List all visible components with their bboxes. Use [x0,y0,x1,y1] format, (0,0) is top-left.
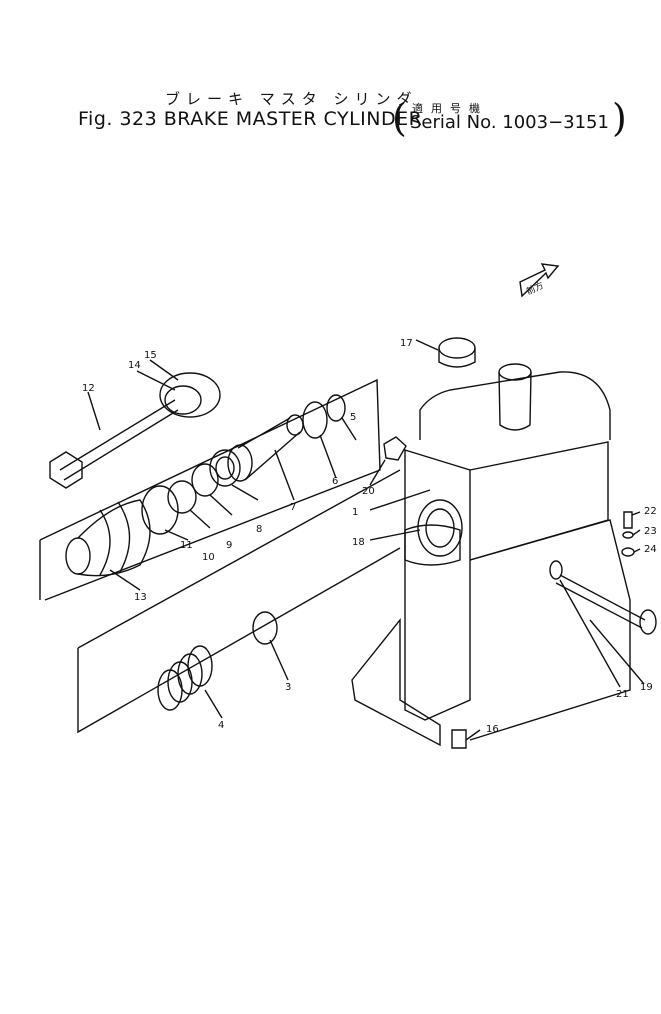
callout-5: 5 [350,412,356,423]
callout-3: 3 [285,682,291,693]
title-japanese: ブレーキ マスタ シリンダ [165,90,418,108]
guide-frame-lower [77,469,401,734]
callout-4: 4 [218,720,224,731]
secondary-cup [302,401,328,439]
callout-10: 10 [202,552,215,563]
check-valve [383,436,407,461]
cylinder-body [351,371,631,747]
callout-labels: 17 20 1 18 5 6 7 8 9 10 11 12 13 14 15 3… [82,338,657,735]
stop-washer [167,480,197,514]
callout-7: 7 [290,502,296,513]
dust-boot [65,499,151,577]
callout-9: 9 [226,540,232,551]
callout-1: 1 [352,507,358,518]
callout-16: 16 [486,724,499,735]
callout-14: 14 [128,360,141,371]
callout-15: 15 [144,350,157,361]
callout-20: 20 [362,486,375,497]
bleeder-cap [621,547,635,557]
callout-18: 18 [352,537,365,548]
reservoir-neck [498,363,532,431]
forward-label: 前方 [524,279,545,297]
paren-close: ) [612,96,627,140]
forward-arrow-icon [519,263,560,298]
figure-title: Fig. 323 BRAKE MASTER CYLINDER [78,108,423,130]
callout-19: 19 [640,682,653,693]
bleeder-washer [622,531,634,539]
paren-open: ( [392,96,407,140]
callout-22: 22 [644,506,657,517]
callout-23: 23 [644,526,657,537]
piston-cup [209,449,241,487]
gasket [549,560,563,580]
snap-ring [141,485,179,535]
primary-cup [191,463,219,497]
callout-8: 8 [256,524,262,535]
drain-plug [451,729,467,749]
guide-frame-upper [39,378,381,601]
valve-seat [252,611,278,645]
callout-21: 21 [616,689,629,700]
callout-17: 17 [400,338,413,349]
bleeder-screw [623,511,633,529]
spacer [326,394,346,422]
callout-24: 24 [644,544,657,555]
callout-12: 12 [82,383,95,394]
applicable-label: 適用号機 [412,102,488,115]
mounting-bolt [555,574,657,635]
push-rod [49,399,179,489]
callout-11: 11 [180,540,193,551]
callout-13: 13 [134,592,147,603]
return-spring [157,645,213,711]
reservoir-cap [438,337,476,368]
serial-range: Serial No. 1003−3151 [410,112,609,133]
boot-clip [159,372,221,418]
callout-6: 6 [332,476,338,487]
